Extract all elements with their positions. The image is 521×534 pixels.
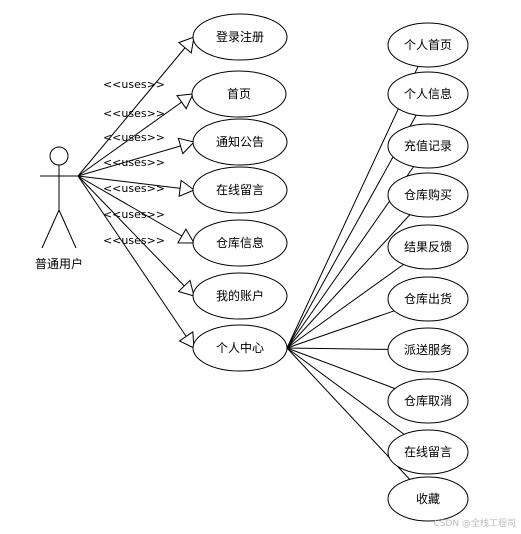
use-cases: 登录注册首页通知公告在线留言仓库信息我的账户个人中心个人首页个人信息充值记录仓库… bbox=[191, 13, 469, 522]
watermark: CSDN @全栈工程司 bbox=[433, 517, 516, 529]
use-case-personal-info bbox=[387, 71, 469, 117]
use-case-label-warehouse-info: 仓库信息 bbox=[216, 235, 264, 250]
uses-label-notice: <<uses>> bbox=[103, 131, 165, 144]
uses-label-warehouse-info: <<uses>> bbox=[103, 182, 165, 195]
uses-label-home: <<uses>> bbox=[103, 107, 165, 120]
use-case-label-login: 登录注册 bbox=[216, 29, 264, 44]
use-case-label-message: 在线留言 bbox=[216, 183, 264, 197]
association-line-delivery bbox=[286, 347, 389, 350]
uses-arrowhead-message bbox=[178, 179, 195, 198]
relationships: <<uses>> <<uses>> <<uses>> <<uses>> <<uses>>… bbox=[77, 36, 419, 480]
uses-arrowhead-home bbox=[176, 93, 194, 110]
use-case-sub-message bbox=[387, 429, 469, 475]
uses-label-account: <<uses>> bbox=[103, 208, 165, 221]
use-case-label-warehouse-buy: 仓库购买 bbox=[404, 187, 452, 202]
actor-right-leg bbox=[58, 209, 77, 249]
use-case-label-warehouse-out: 仓库出货 bbox=[404, 291, 452, 306]
uses-line-login bbox=[77, 36, 195, 177]
uses-line-account bbox=[77, 175, 195, 297]
use-case-recharge bbox=[387, 123, 469, 169]
uses-arrowhead-personal-center bbox=[178, 331, 195, 349]
use-case-label-account: 我的账户 bbox=[216, 288, 264, 303]
uses-label-personal-center: <<uses>> bbox=[103, 234, 165, 247]
use-case-feedback bbox=[387, 224, 469, 270]
use-case-label-warehouse-cancel: 仓库取消 bbox=[404, 393, 452, 408]
association-line-warehouse-cancel bbox=[286, 347, 396, 390]
use-case-home bbox=[191, 70, 287, 118]
use-case-notice bbox=[192, 118, 288, 166]
uses-arrowhead-login bbox=[177, 36, 195, 54]
use-case-account bbox=[192, 272, 288, 320]
use-case-label-notice: 通知公告 bbox=[216, 135, 264, 149]
association-line-feedback bbox=[286, 263, 404, 349]
use-case-delivery bbox=[387, 327, 469, 373]
use-case-label-sub-message: 在线留言 bbox=[404, 445, 452, 459]
association-line-warehouse-out bbox=[286, 310, 395, 349]
use-case-login bbox=[192, 13, 288, 61]
use-case-label-home: 首页 bbox=[227, 87, 251, 101]
use-case-label-personal-center: 个人中心 bbox=[216, 340, 264, 355]
actor-left-leg bbox=[41, 209, 60, 249]
actor-label: 普通用户 bbox=[35, 256, 83, 271]
association-line-personal-home bbox=[286, 66, 419, 349]
use-case-label-personal-home: 个人首页 bbox=[404, 38, 452, 52]
uses-line-notice bbox=[77, 141, 195, 177]
use-case-warehouse-out bbox=[387, 276, 469, 322]
uses-arrowhead-notice bbox=[177, 137, 195, 155]
use-case-favorites bbox=[387, 476, 469, 522]
use-case-warehouse-cancel bbox=[387, 378, 469, 424]
use-case-label-favorites: 收藏 bbox=[416, 492, 440, 506]
use-case-label-delivery: 派送服务 bbox=[404, 342, 452, 357]
uses-arrowhead-account bbox=[177, 279, 195, 297]
use-case-warehouse-buy bbox=[387, 172, 469, 218]
uses-line-warehouse-info bbox=[77, 175, 195, 244]
use-case-label-personal-info: 个人信息 bbox=[404, 86, 452, 101]
uses-line-personal-center bbox=[77, 175, 195, 349]
actor-head bbox=[49, 146, 69, 166]
uses-label-message: <<uses>> bbox=[103, 156, 165, 169]
use-case-personal-home bbox=[387, 22, 469, 68]
uses-label-login: <<uses>> bbox=[103, 78, 165, 91]
use-case-warehouse-info bbox=[192, 219, 288, 267]
association-line-warehouse-buy bbox=[286, 214, 411, 349]
use-case-label-recharge: 充值记录 bbox=[404, 138, 452, 153]
uses-line-message bbox=[77, 175, 195, 191]
use-case-message bbox=[192, 166, 288, 214]
actor-figure bbox=[40, 146, 78, 249]
uses-line-home bbox=[77, 93, 194, 177]
use-case-personal-center bbox=[192, 324, 288, 372]
uses-arrowhead-warehouse-info bbox=[177, 228, 195, 244]
association-line-sub-message bbox=[286, 347, 405, 435]
use-case-label-feedback: 结果反馈 bbox=[404, 240, 452, 254]
